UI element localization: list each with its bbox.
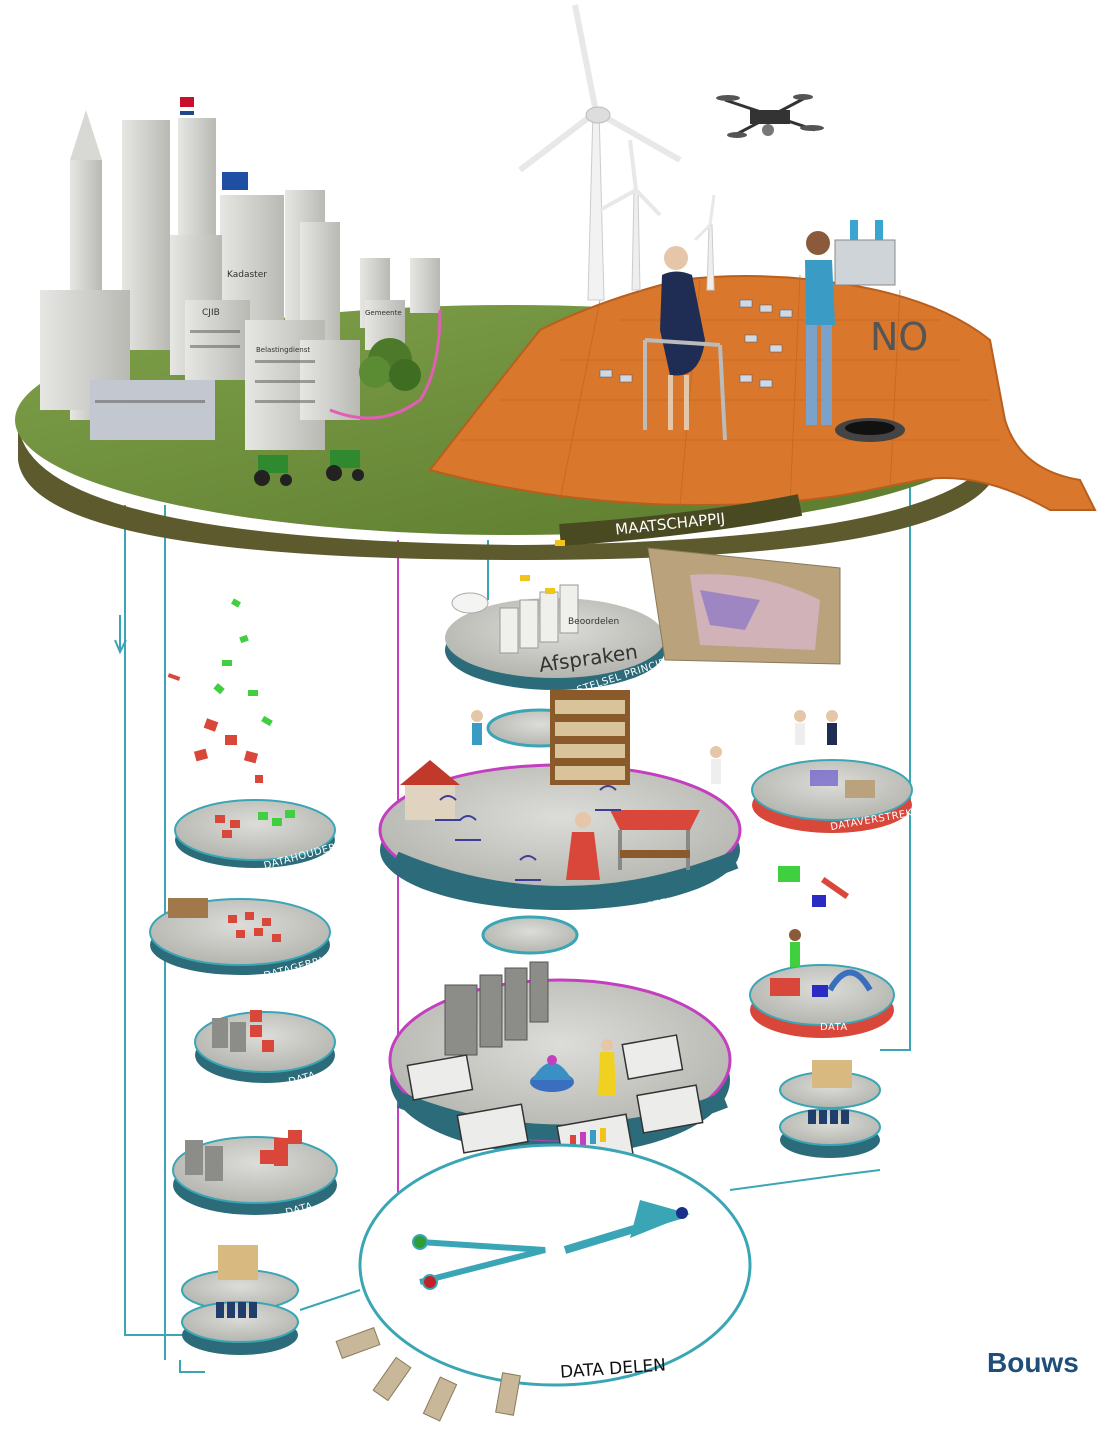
person-icon: [794, 710, 806, 745]
svg-text:NO: NO: [870, 315, 928, 359]
data-delen-circle: DATA DELEN: [358, 1143, 752, 1387]
society-platform: MAATSCHAPPIJ: [15, 4, 1097, 560]
connector-lines: [114, 480, 911, 1360]
building-sign-kadaster: Kadaster: [227, 270, 267, 280]
windmill-icon: [599, 139, 662, 291]
city-buildings: Kadaster CJIB Belastingdienst Gemeente: [40, 97, 442, 486]
cloud-icon: [451, 592, 489, 614]
floating-puzzle-pieces: [167, 540, 850, 907]
left-stack: DATAHOUDER DATAGEBRUIKER DATA DATA: [149, 799, 353, 1373]
person-icon: [789, 929, 801, 967]
tractor-icon: [326, 450, 364, 481]
data-label-right: DATA: [820, 1022, 848, 1033]
market-stall-icon: [610, 810, 700, 870]
traffic-cars: [599, 299, 793, 388]
screen-panels: [406, 1034, 704, 1167]
person-at-meter-icon: NO: [805, 220, 928, 442]
stelsel-principes-sub: Beoordelen: [568, 617, 619, 627]
windmill-icon: [518, 4, 682, 301]
puzzle-map-board: [647, 547, 841, 665]
organisatorische-platform: ORGANISATORISCHE STELSELFUNCTIES: [378, 690, 746, 936]
bookshelf-icon: [550, 690, 630, 785]
server-rack-icon: [444, 961, 549, 1056]
technische-platform: TECHNISCHE STELSELFUNCTIES: [388, 961, 739, 1186]
connector-disc: [481, 915, 579, 955]
person-icon: [566, 812, 600, 880]
person-icon: [826, 710, 838, 745]
function-pictograms: [435, 785, 621, 881]
right-stack: DATAVERSTREKKER DATA: [749, 710, 935, 1158]
person-icon: [598, 1039, 616, 1095]
person-with-walker-icon: [643, 246, 727, 441]
house-icon: [400, 760, 460, 820]
person-icon: [710, 746, 722, 784]
tractor-icon: [254, 455, 292, 486]
stelsel-principes-platform: Afspraken Beoordelen STELSEL PRINCIPES: [445, 584, 680, 696]
building-sign-belastingdienst: Belastingdienst: [256, 346, 310, 354]
drone-icon: [716, 94, 824, 138]
netherlands-map: [428, 275, 1097, 511]
building-sign-cjib: CJIB: [202, 308, 220, 318]
person-icon: [471, 710, 483, 745]
windmill-icon: [693, 194, 716, 291]
data-tags: [335, 1327, 521, 1422]
hub-dome-icon: [530, 1055, 574, 1092]
side-heading: Bouws: [987, 1347, 1079, 1378]
bar-indicator-icon: [570, 1128, 606, 1149]
building-sign-gemeente: Gemeente: [365, 309, 402, 317]
